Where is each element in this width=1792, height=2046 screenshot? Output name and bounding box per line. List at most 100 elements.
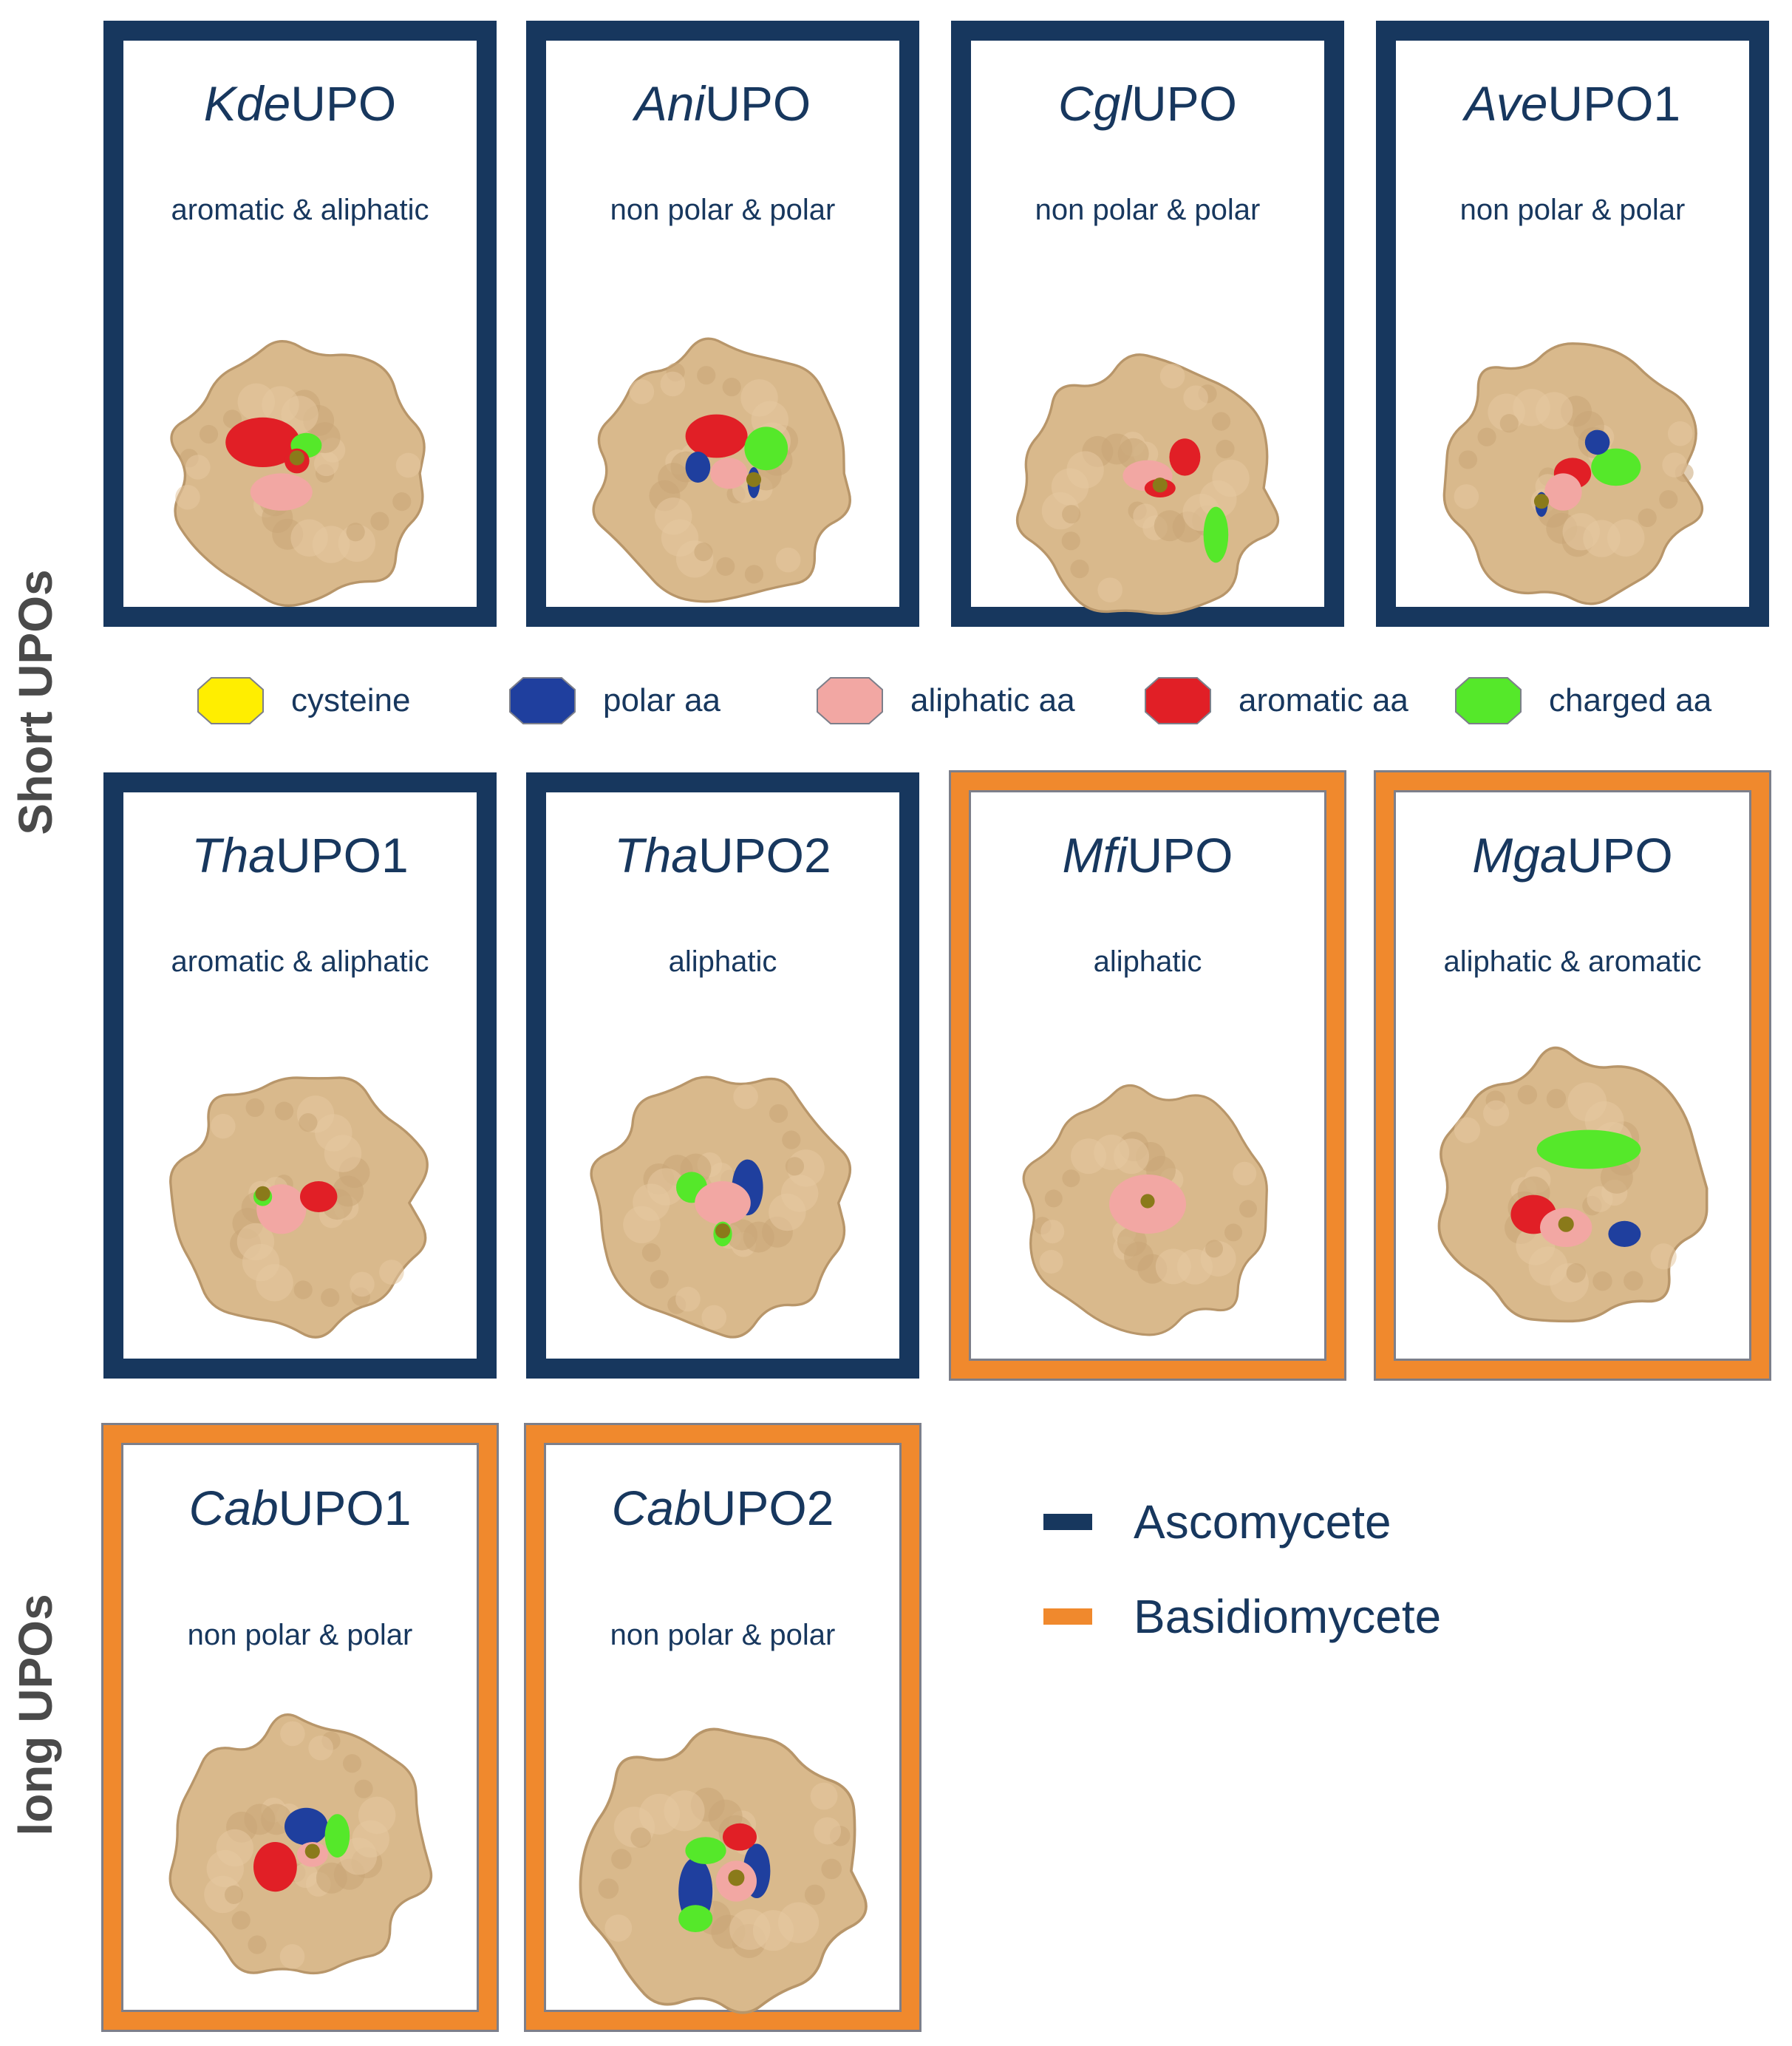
cysteine-center (255, 1186, 270, 1201)
surface-bump (744, 565, 764, 584)
channel-description: aliphatic (668, 945, 777, 978)
enzyme-suffix: UPO (1131, 76, 1238, 131)
enzyme-suffix: UPO (1567, 828, 1673, 883)
card-inner-frame (1394, 38, 1751, 609)
surface-bump (211, 1113, 236, 1139)
surface-bump (324, 1135, 362, 1172)
aromatic-residue-patch (253, 1842, 297, 1892)
phylum-swatch (1043, 1514, 1092, 1530)
charged-residue-patch (1203, 506, 1229, 563)
surface-bump (1224, 1223, 1242, 1242)
surface-bump (1562, 513, 1600, 551)
channel-description: aliphatic (1093, 945, 1202, 978)
surface-bump (1600, 1160, 1633, 1194)
surface-bump (775, 547, 801, 573)
card-title: ThaUPO2 (544, 827, 902, 883)
surface-bump (630, 1827, 651, 1848)
legend-swatch-octagon (509, 677, 576, 724)
channel-description: non polar & polar (1459, 194, 1686, 226)
protein-structure (568, 1041, 878, 1356)
protein-structure (145, 1687, 455, 2001)
surface-bump (697, 366, 716, 385)
protein-surface-image (1442, 342, 1704, 605)
surface-bump (1517, 1084, 1538, 1105)
surface-bump (1154, 510, 1185, 542)
protein-surface-image (1437, 1046, 1708, 1323)
protein-surface-image (1016, 353, 1279, 615)
surface-bump (248, 1935, 267, 1954)
legend-item-aromatic-aa: aromatic aa (1144, 676, 1408, 725)
card-inner-frame (544, 1443, 902, 2012)
surface-bump (236, 1223, 275, 1261)
phylum-label: Basidiomycete (1134, 1590, 1442, 1643)
charged-residue-patch (1536, 1129, 1641, 1169)
surface-bump (281, 395, 318, 433)
surface-bump (339, 1838, 378, 1875)
surface-bump (1040, 1220, 1065, 1244)
surface-bump (293, 1863, 318, 1889)
protein-surface-image (1022, 1084, 1268, 1336)
surface-bump (1587, 1186, 1613, 1212)
legend-label: aromatic aa (1239, 682, 1408, 718)
surface-bump (395, 452, 421, 478)
species-prefix: Kde (203, 76, 291, 131)
surface-bump (392, 492, 412, 512)
surface-bump (1070, 560, 1089, 579)
surface-bump (785, 1157, 805, 1176)
surface-bump (769, 1193, 806, 1231)
surface-bump (660, 371, 686, 397)
surface-bump (245, 1098, 265, 1118)
cysteine-center (304, 1843, 320, 1859)
aliphatic-residue-patch (1544, 473, 1582, 511)
card-title: MgaUPO (1394, 827, 1751, 883)
cysteine-center (1152, 477, 1168, 493)
enzyme-suffix: UPO1 (278, 1481, 412, 1535)
surface-bump (261, 1804, 293, 1835)
species-prefix: Tha (614, 828, 698, 883)
channel-description: aromatic & aliphatic (171, 194, 429, 226)
surface-bump (1566, 1263, 1587, 1283)
protein-surface-image (592, 337, 851, 603)
surface-bump (1061, 531, 1080, 551)
protein-surface-image (590, 1075, 852, 1339)
surface-bump (598, 1878, 619, 1899)
channel-description: non polar & polar (610, 194, 836, 226)
surface-bump (316, 1862, 347, 1894)
card-title: KdeUPO (121, 75, 479, 132)
surface-bump (1667, 421, 1693, 446)
surface-bump (279, 1944, 305, 1969)
surface-bump (1483, 1100, 1510, 1126)
species-prefix: Ani (634, 76, 706, 131)
legend-swatch-octagon (1145, 677, 1211, 724)
surface-bump (655, 497, 692, 535)
group-label-long-upos: long UPOs (9, 1594, 62, 1836)
group-label-short-upos: Short UPOs (9, 569, 62, 835)
surface-bump (1477, 427, 1496, 446)
surface-bump (199, 424, 219, 444)
enzyme-suffix: UPO2 (701, 1481, 834, 1535)
legend-label: cysteine (291, 682, 411, 718)
surface-bump (1062, 1169, 1080, 1188)
charged-residue-patch (324, 1814, 350, 1858)
phylum-legend-basidiomycete: Basidiomycete (1043, 1589, 1441, 1644)
surface-bump (814, 1817, 842, 1845)
surface-bump (694, 543, 713, 562)
polar-residue-patch (1584, 429, 1610, 455)
surface-bump (726, 1219, 758, 1251)
surface-bump (647, 1168, 685, 1206)
species-prefix: Cab (188, 1481, 279, 1535)
aromatic-residue-patch (225, 417, 300, 467)
channel-description: aromatic & aliphatic (171, 945, 429, 978)
cysteine-center (1533, 494, 1550, 509)
card-title: AniUPO (544, 75, 902, 132)
surface-bump (1624, 1271, 1643, 1291)
protein-surface (170, 340, 426, 607)
surface-bump (342, 1754, 362, 1773)
charged-residue-patch (744, 426, 788, 471)
legend-item-charged-aa: charged aa (1454, 676, 1711, 725)
card-title: CabUPO1 (121, 1480, 479, 1536)
surface-bump (1233, 1161, 1257, 1186)
surface-bump (716, 557, 735, 576)
legend-swatch-octagon (197, 677, 264, 724)
surface-bump (604, 1914, 633, 1942)
